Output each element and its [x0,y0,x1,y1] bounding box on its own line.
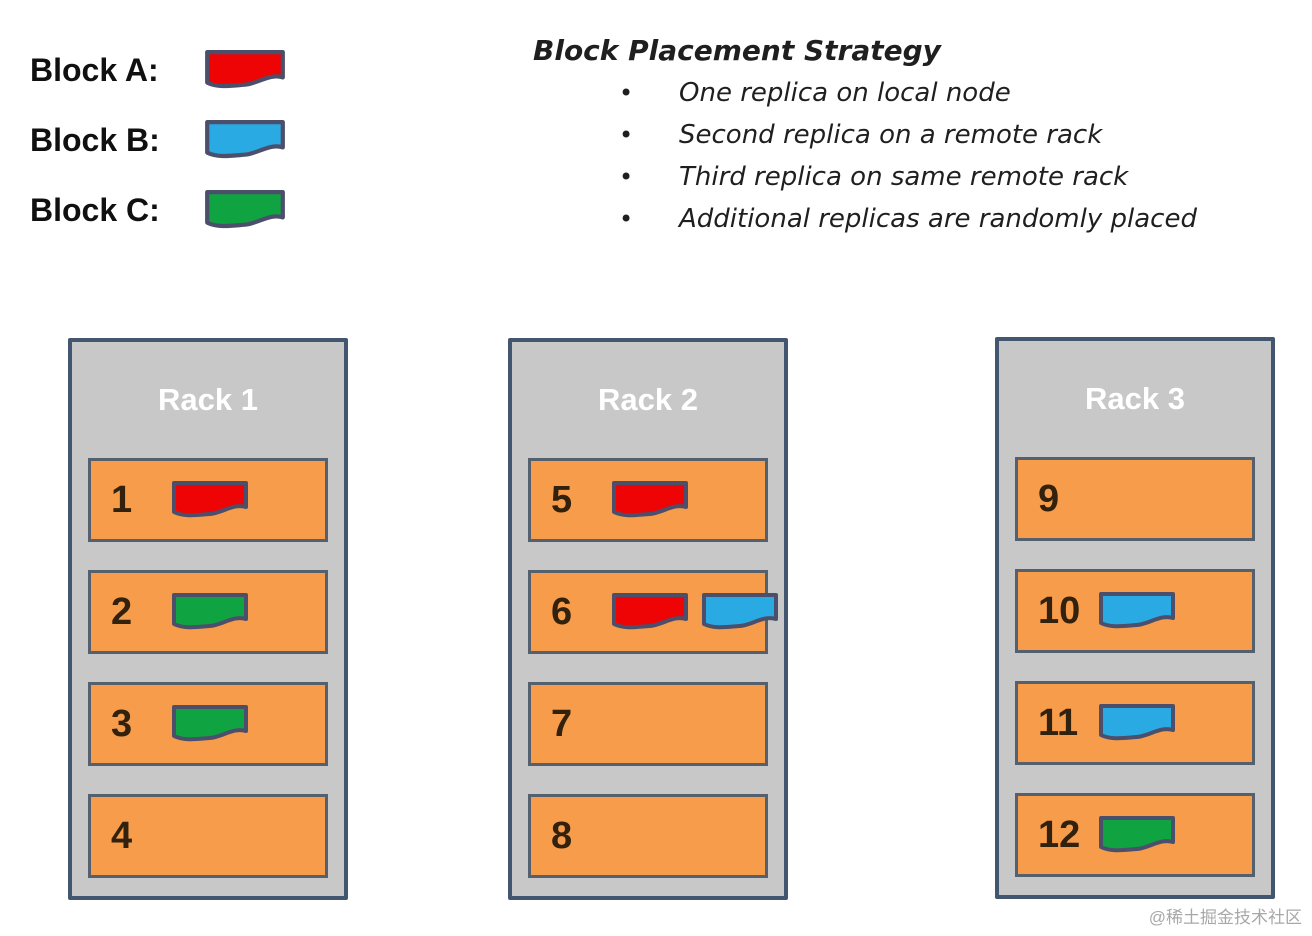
bullet-dot-icon: • [619,204,634,233]
node-number: 7 [551,702,573,745]
node-number: 11 [1038,701,1079,744]
rack-1: Rack 1 1 2 3 4 [68,338,348,900]
block-a-icon [172,481,248,518]
rack-nodes: 9 10 11 12 [999,457,1271,877]
legend: Block A: Block B: Block C: [30,48,286,258]
legend-item: Block A: [30,48,286,92]
strategy-bullet: • Third replica on same remote rack [533,162,1197,204]
block-a-icon [612,481,688,518]
node-number: 10 [1038,589,1081,632]
node-3: 3 [88,682,328,766]
watermark: @稀土掘金技术社区 [1148,908,1302,927]
bullet-text: One replica on local node [679,77,1011,108]
node-number: 8 [551,814,573,857]
node-5: 5 [528,458,768,542]
block-a-icon [612,593,688,630]
block-b-icon [702,593,778,630]
strategy-title: Block Placement Strategy [533,34,941,67]
node-2: 2 [88,570,328,654]
block-a-icon [205,50,285,89]
node-8: 8 [528,794,768,878]
rack-nodes: 5 6 7 8 [512,458,784,878]
bullet-text: Second replica on a remote rack [679,119,1103,150]
block-c-icon [1099,816,1175,853]
strategy-bullets: • One replica on local node • Second replic… [533,78,1197,246]
node-number: 9 [1038,477,1060,520]
node-1: 1 [88,458,328,542]
node-4: 4 [88,794,328,878]
node-number: 2 [111,590,133,633]
strategy-bullet: • Additional replicas are randomly placed [533,204,1197,246]
legend-item-label: Block B: [30,121,160,158]
rack-title: Rack 2 [598,382,698,417]
rack-title: Rack 3 [1085,381,1185,416]
node-9: 9 [1015,457,1255,541]
rack-2: Rack 2 5 6 7 8 [508,338,788,900]
node-11: 11 [1015,681,1255,765]
node-number: 3 [111,702,133,745]
block-b-icon [1099,704,1175,741]
bullet-text: Additional replicas are randomly placed [679,203,1197,234]
rack-3: Rack 3 9 10 11 12 [995,337,1275,899]
rack-nodes: 1 2 3 4 [72,458,344,878]
node-number: 12 [1038,813,1081,856]
block-c-icon [205,190,285,229]
node-7: 7 [528,682,768,766]
block-c-icon [172,593,248,630]
node-number: 4 [111,814,133,857]
node-number: 5 [551,478,573,521]
node-6: 6 [528,570,778,654]
bullet-dot-icon: • [619,162,634,191]
bullet-dot-icon: • [619,120,634,149]
legend-item-label: Block A: [30,51,159,88]
block-b-icon [205,120,285,159]
node-number: 6 [551,590,573,633]
block-b-icon [1099,592,1175,629]
node-12: 12 [1015,793,1255,877]
node-10: 10 [1015,569,1255,653]
node-number: 1 [111,478,133,521]
strategy-panel: Block Placement Strategy • One replica on… [533,34,1197,246]
strategy-bullet: • One replica on local node [533,78,1197,120]
block-c-icon [172,705,248,742]
legend-item: Block C: [30,188,286,232]
legend-item: Block B: [30,118,286,162]
strategy-bullet: • Second replica on a remote rack [533,120,1197,162]
bullet-text: Third replica on same remote rack [679,161,1129,192]
rack-title: Rack 1 [158,382,258,417]
bullet-dot-icon: • [619,78,634,107]
legend-item-label: Block C: [30,191,160,228]
